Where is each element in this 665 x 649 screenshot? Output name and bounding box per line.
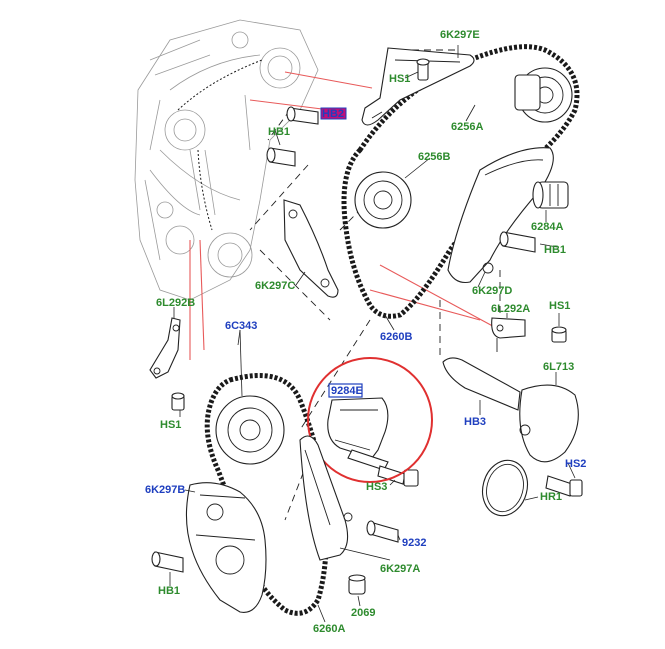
label-9232: 9232 — [402, 537, 426, 549]
bolt-hs1-right — [551, 326, 567, 343]
callout-circle — [307, 357, 433, 483]
label-hb2-highlight — [320, 107, 347, 120]
label-hb1-right: HB1 — [544, 244, 566, 256]
chain-guide-6k297a — [299, 435, 353, 561]
gasket-hr1 — [481, 459, 529, 517]
pin-9232 — [366, 520, 399, 543]
bolt-hb1-top — [266, 147, 296, 167]
label-9284e-box — [328, 383, 363, 398]
tensioner-6l713 — [442, 357, 579, 463]
chain-guide-6k297c — [283, 199, 339, 298]
bolt-hb2 — [286, 106, 319, 125]
label-hb3: HB3 — [464, 416, 486, 428]
red-leader-lines — [189, 71, 501, 360]
bolt-hs2 — [545, 475, 583, 497]
label-6l713: 6L713 — [543, 361, 574, 373]
bolt-hb1-bottom — [151, 551, 184, 573]
bolt-hs3 — [377, 465, 419, 487]
label-hb2: HB2 — [322, 108, 344, 120]
label-6284a: 6284A — [531, 221, 563, 233]
tensioner-guide-6k297d — [447, 147, 554, 284]
engine-ghost-illustration — [134, 19, 319, 301]
label-6260b: 6260B — [380, 331, 412, 343]
label-hs2: HS2 — [565, 458, 586, 470]
camshaft-sprocket-6256a — [514, 67, 573, 123]
label-6l292a: 6L292A — [491, 303, 530, 315]
label-6260a: 6260A — [313, 623, 345, 635]
label-hr1: HR1 — [540, 491, 562, 503]
camshaft-sprocket-6256b — [354, 171, 412, 229]
bracket-6l292b — [149, 317, 181, 379]
label-6k297a: 6K297A — [380, 563, 420, 575]
callout-labels: 6K297E HS1 HB2 HB1 6256A 6256B 6284A HB1… — [145, 29, 586, 635]
solenoid-6284a — [532, 181, 569, 209]
pin-2069 — [348, 574, 366, 595]
label-hs1-right: HS1 — [549, 300, 570, 312]
bolt-hb1-right — [499, 231, 536, 253]
label-6256a: 6256A — [451, 121, 483, 133]
label-hs1-top: HS1 — [389, 73, 410, 85]
label-9284e: 9284E — [331, 385, 363, 397]
leader-lines — [169, 45, 576, 623]
label-hs1-left: HS1 — [160, 419, 181, 431]
oil-pump-9284e — [327, 397, 389, 471]
bolt-hs1-left — [171, 392, 185, 411]
chain-guide-6k297e — [361, 47, 475, 126]
label-hb1-bottom: HB1 — [158, 585, 180, 597]
label-6256b: 6256B — [418, 151, 450, 163]
sprocket-6c343 — [215, 395, 285, 465]
label-6c343: 6C343 — [225, 320, 257, 332]
chain-guide-6k297b — [185, 482, 267, 613]
label-6k297c: 6K297C — [255, 280, 295, 292]
label-6k297b: 6K297B — [145, 484, 185, 496]
label-hs3: HS3 — [366, 481, 387, 493]
label-2069: 2069 — [351, 607, 375, 619]
label-hb1-top: HB1 — [268, 126, 290, 138]
label-6l292b: 6L292B — [156, 297, 195, 309]
bolt-hs1-top — [416, 58, 430, 81]
label-6k297e: 6K297E — [440, 29, 480, 41]
label-6k297d: 6K297D — [472, 285, 512, 297]
bracket-6l292a — [491, 317, 526, 352]
